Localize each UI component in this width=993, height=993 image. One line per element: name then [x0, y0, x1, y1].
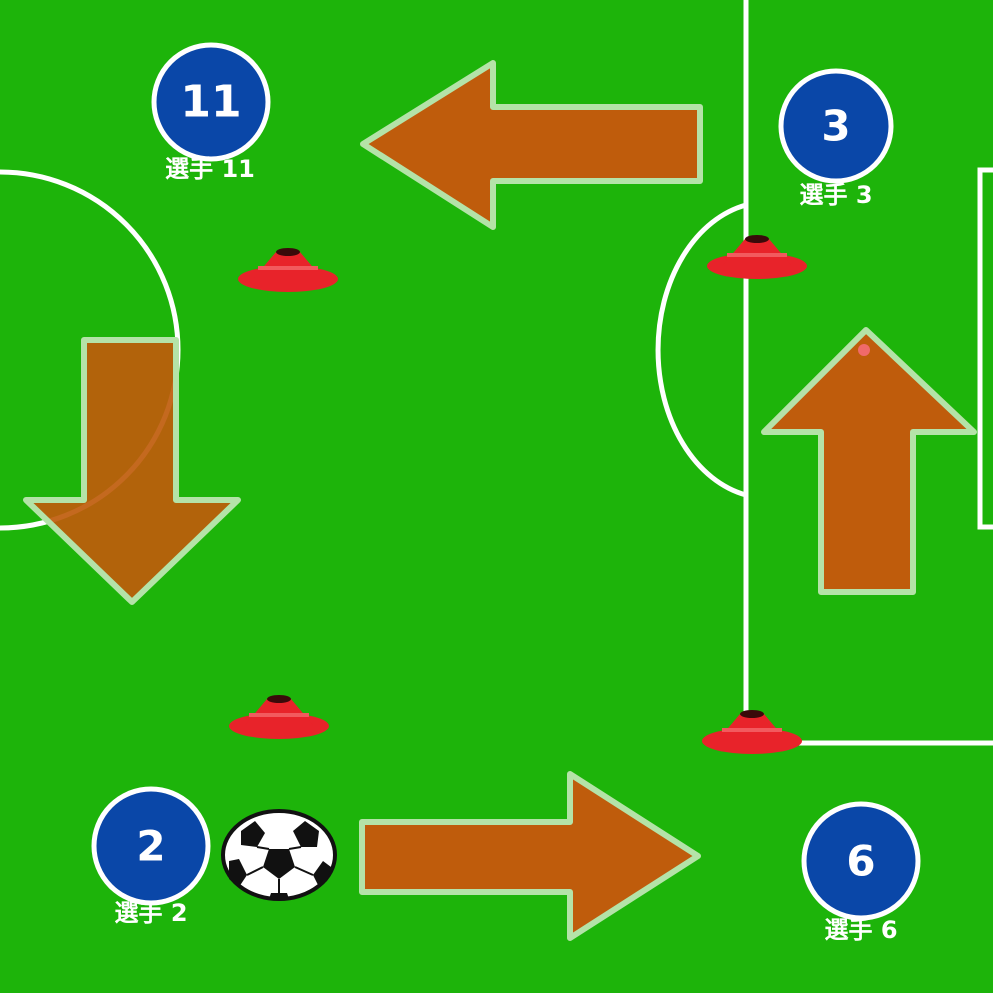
player-badge: [778, 68, 894, 184]
player-2: 2 選手 2: [91, 786, 211, 927]
player-3: 3 選手 3: [778, 68, 894, 209]
cone-icon: [702, 710, 802, 754]
penalty-arc-line: [655, 202, 747, 498]
player-badge: [801, 801, 921, 921]
player-name: 選手 2: [114, 899, 187, 927]
player-number: 11: [180, 77, 241, 128]
player-name: 選手 3: [799, 181, 872, 209]
player-6: 6 選手 6: [801, 801, 921, 944]
player-name: 選手 6: [824, 916, 897, 944]
player-number: 3: [821, 102, 850, 151]
player-11: 11 選手 11: [151, 42, 271, 183]
goal-area-line: [977, 167, 993, 530]
soccer-ball-icon: [221, 809, 337, 901]
cone-icon: [238, 248, 338, 292]
player-name: 選手 11: [165, 155, 255, 183]
player-badge: [151, 42, 271, 162]
cone-icon: [229, 695, 329, 739]
arrow-down-icon: [23, 337, 241, 605]
cone-icon: [707, 235, 807, 279]
player-badge: [91, 786, 211, 906]
arrow-left-icon: [360, 60, 703, 230]
player-number: 6: [846, 837, 875, 886]
arrow-right-icon: [359, 771, 701, 941]
arrow-up-icon: [761, 327, 977, 595]
player-number: 2: [136, 822, 165, 871]
